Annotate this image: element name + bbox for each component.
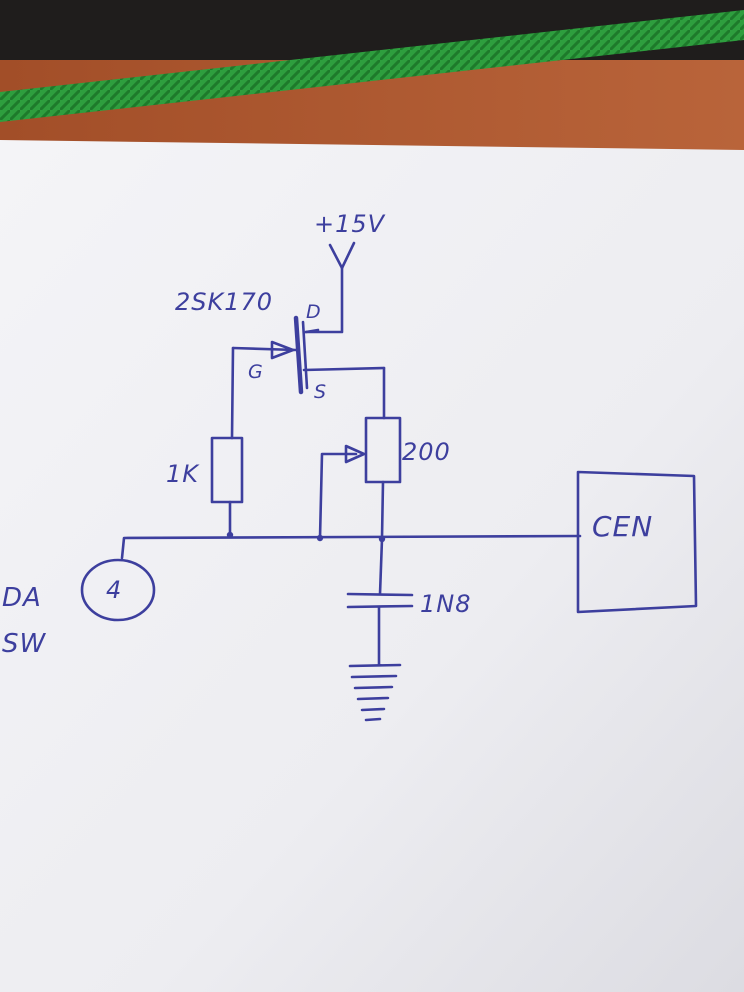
drain-label: D bbox=[306, 301, 322, 323]
resistor-label: 1K bbox=[166, 460, 200, 488]
ground-icon bbox=[348, 663, 402, 722]
left-note-line1: DA bbox=[2, 583, 42, 613]
gate-resistor bbox=[210, 346, 244, 534]
supply-arrow bbox=[304, 241, 356, 334]
transistor-label: 2SK170 bbox=[175, 288, 273, 316]
capacitor bbox=[346, 537, 414, 666]
block-label: CEN bbox=[592, 510, 653, 543]
connector-pin-label: 4 bbox=[106, 576, 122, 604]
gate-label: G bbox=[248, 361, 264, 383]
potentiometer-label: 200 bbox=[402, 438, 451, 466]
cen-block bbox=[576, 470, 698, 614]
green-mat-edge bbox=[0, 10, 744, 122]
capacitor-label: 1N8 bbox=[420, 590, 472, 618]
jfet-symbol bbox=[231, 315, 386, 395]
paper-sheet bbox=[0, 140, 744, 992]
supply-label: +15V bbox=[314, 210, 386, 238]
connector-pin bbox=[80, 558, 156, 622]
signal-bus bbox=[120, 531, 582, 560]
source-label: S bbox=[314, 381, 327, 403]
left-note-line2: SW bbox=[2, 629, 47, 659]
potentiometer bbox=[318, 366, 402, 540]
